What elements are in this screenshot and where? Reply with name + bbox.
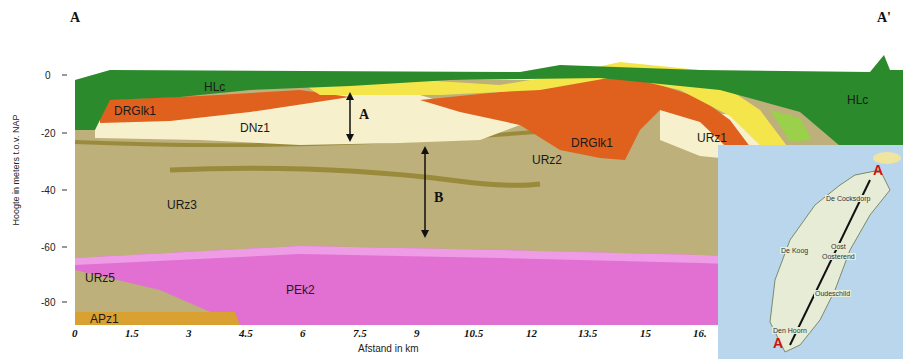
section-end: A' bbox=[877, 10, 891, 26]
axis-value: 0 bbox=[45, 70, 51, 81]
unit-label: URz5 bbox=[85, 271, 115, 285]
axis-value: -80 bbox=[41, 297, 55, 308]
axis-value: 3 bbox=[186, 327, 192, 339]
axis-value: -20 bbox=[41, 128, 55, 139]
place-name: De Koog bbox=[780, 247, 809, 254]
axis-value: 12 bbox=[526, 327, 537, 339]
unit-label: HLc bbox=[847, 93, 868, 107]
axis-value: 9 bbox=[414, 327, 420, 339]
place-name: Oudeschild bbox=[814, 290, 851, 297]
axis-value: 15 bbox=[640, 327, 651, 339]
axis-title: Afstand in km bbox=[358, 343, 419, 354]
unit-label: HLc bbox=[204, 80, 225, 94]
place-name: Oost bbox=[830, 243, 847, 250]
unit-label: URz3 bbox=[167, 198, 197, 212]
axis-value: -40 bbox=[41, 185, 55, 196]
axis-value: 6 bbox=[300, 327, 306, 339]
axis-value: 10.5 bbox=[464, 327, 483, 339]
thickness-label: A bbox=[359, 107, 369, 123]
axis-value: 0 bbox=[72, 327, 78, 339]
axis-value: 16. bbox=[693, 327, 707, 339]
unit-label: PEk2 bbox=[286, 283, 315, 297]
section-end: A bbox=[70, 10, 80, 26]
axis-value: 7.5 bbox=[353, 327, 367, 339]
unit-label: URz1 bbox=[697, 131, 727, 145]
unit-label: DRGlk1 bbox=[114, 104, 156, 118]
map-section-end: A bbox=[873, 162, 883, 178]
axis-title: Hoogte in meters t.o.v. NAP bbox=[11, 115, 21, 226]
place-name: De Cocksdorp bbox=[825, 195, 871, 202]
map-section-end: A bbox=[773, 335, 783, 351]
place-name: Oosterend bbox=[821, 253, 856, 260]
unit-label: APz1 bbox=[90, 312, 119, 326]
axis-value: 4.5 bbox=[239, 327, 253, 339]
unit-label: DNz1 bbox=[240, 121, 270, 135]
unit-label: URz2 bbox=[532, 153, 562, 167]
axis-value: 1.5 bbox=[125, 327, 139, 339]
unit-label: DRGlk1 bbox=[571, 136, 613, 150]
axis-value: -60 bbox=[41, 242, 55, 253]
axis-value: 13.5 bbox=[578, 327, 597, 339]
place-name: Den Hoorn bbox=[772, 327, 808, 334]
thickness-label: B bbox=[434, 190, 443, 206]
